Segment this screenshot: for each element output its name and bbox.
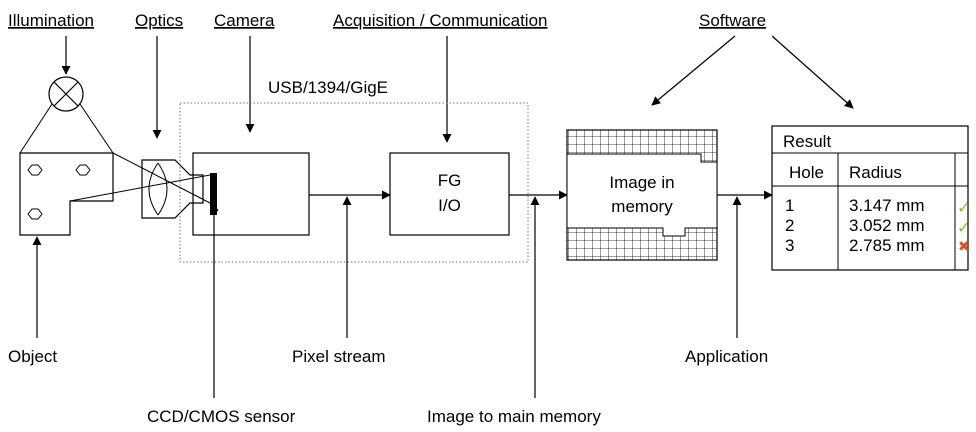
row-1-radius: 3.147 mm [849,196,925,215]
header-optics: Optics [135,11,183,30]
header-software: Software [699,11,766,30]
row-1-check-icon: ✓ [957,198,970,217]
optical-ray-2 [69,174,211,202]
interface-label: USB/1394/GigE [268,78,388,97]
row-2-radius: 3.052 mm [849,216,925,235]
label-sensor: CCD/CMOS sensor [147,407,296,426]
io-label: I/O [438,196,461,215]
memory-grid-box [566,129,718,261]
lens-icon [141,159,204,219]
memory-label-line1: Image in [609,173,674,192]
header-illumination: Illumination [8,11,94,30]
memory-label-line2: memory [611,197,673,216]
label-pixel-stream: Pixel stream [292,347,386,366]
label-object: Object [8,347,57,366]
row-3-cross-icon: ✖ [958,239,970,255]
camera-body [192,152,310,236]
frame-grabber-box [389,152,510,236]
col-header-hole: Hole [789,163,824,182]
header-camera: Camera [214,11,275,30]
arrow-software-memory [651,35,736,106]
object-part [19,152,114,236]
row-3-hole: 3 [785,236,794,255]
label-image-to-memory: Image to main memory [427,407,601,426]
arrow-software-result [771,35,854,109]
fg-label: FG [438,171,462,190]
sensor-chip [210,173,217,215]
interface-region [179,102,529,263]
label-application: Application [685,347,768,366]
lamp-icon [48,76,84,112]
optical-ray-1 [112,152,211,204]
result-title: Result [783,132,831,151]
row-2-hole: 2 [785,216,794,235]
col-header-radius: Radius [849,163,902,182]
row-1-hole: 1 [785,196,794,215]
row-2-check-icon: ✓ [957,218,970,237]
light-ray-left [19,103,53,154]
row-3-radius: 2.785 mm [849,236,925,255]
light-ray-right [79,103,114,154]
header-acquisition: Acquisition / Communication [333,11,547,30]
result-table [771,125,969,271]
